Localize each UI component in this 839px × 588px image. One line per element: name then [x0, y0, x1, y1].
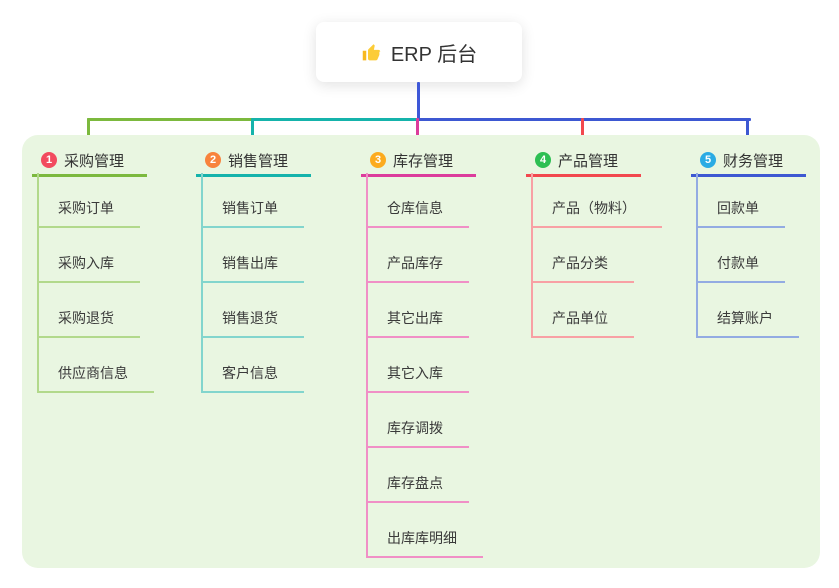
- bus-segment-3: [417, 118, 751, 121]
- leaf-node[interactable]: 采购入库: [39, 228, 140, 283]
- leaf-node[interactable]: 出库库明细: [368, 503, 483, 558]
- bus-segment-2: [253, 118, 419, 121]
- leaf-node[interactable]: 产品（物料）: [533, 173, 662, 228]
- branch-children-2: 销售订单销售出库销售退货客户信息: [201, 173, 304, 393]
- leaf-node[interactable]: 产品单位: [533, 283, 634, 338]
- branch-node-3[interactable]: 3 库存管理: [361, 146, 476, 177]
- leaf-node[interactable]: 其它入库: [368, 338, 469, 393]
- leaf-node[interactable]: 其它出库: [368, 283, 469, 338]
- root-connector-line: [417, 82, 420, 120]
- root-label: ERP 后台: [390, 43, 478, 66]
- branch-drop-3: [416, 118, 419, 147]
- branch-label: 库存管理: [393, 152, 454, 170]
- thumbs-up-icon: [361, 42, 382, 63]
- leaf-node[interactable]: 销售退货: [203, 283, 304, 338]
- branch-drop-4: [581, 118, 584, 147]
- leaf-node[interactable]: 采购退货: [39, 283, 140, 338]
- branch-drop-5: [746, 118, 749, 147]
- leaf-node[interactable]: 销售订单: [203, 173, 304, 228]
- branch-number-badge: 5: [700, 152, 716, 168]
- leaf-node[interactable]: 仓库信息: [368, 173, 469, 228]
- branch-label: 财务管理: [723, 152, 784, 170]
- leaf-node[interactable]: 销售出库: [203, 228, 304, 283]
- leaf-node[interactable]: 客户信息: [203, 338, 304, 393]
- branch-node-4[interactable]: 4 产品管理: [526, 146, 641, 177]
- leaf-node[interactable]: 库存盘点: [368, 448, 469, 503]
- branch-number-badge: 4: [535, 152, 551, 168]
- branch-label: 销售管理: [228, 152, 289, 170]
- branch-drop-1: [87, 118, 90, 147]
- bus-segment-1: [87, 118, 256, 121]
- branch-drop-2: [251, 118, 254, 147]
- branch-number-badge: 2: [205, 152, 221, 168]
- leaf-node[interactable]: 结算账户: [698, 283, 799, 338]
- leaf-node[interactable]: 供应商信息: [39, 338, 154, 393]
- leaf-node[interactable]: 付款单: [698, 228, 785, 283]
- leaf-node[interactable]: 回款单: [698, 173, 785, 228]
- branch-node-2[interactable]: 2 销售管理: [196, 146, 311, 177]
- leaf-node[interactable]: 库存调拨: [368, 393, 469, 448]
- leaf-node[interactable]: 产品库存: [368, 228, 469, 283]
- branches-panel: [22, 135, 820, 568]
- branch-label: 采购管理: [64, 152, 125, 170]
- branch-children-4: 产品（物料）产品分类产品单位: [531, 173, 662, 338]
- root-node[interactable]: ERP 后台: [316, 22, 522, 82]
- branch-children-5: 回款单付款单结算账户: [696, 173, 799, 338]
- branch-node-5[interactable]: 5 财务管理: [691, 146, 806, 177]
- branch-number-badge: 3: [370, 152, 386, 168]
- leaf-node[interactable]: 采购订单: [39, 173, 140, 228]
- branch-children-3: 仓库信息产品库存其它出库其它入库库存调拨库存盘点出库库明细: [366, 173, 483, 558]
- branch-children-1: 采购订单采购入库采购退货供应商信息: [37, 173, 154, 393]
- branch-number-badge: 1: [41, 152, 57, 168]
- branch-label: 产品管理: [558, 152, 619, 170]
- leaf-node[interactable]: 产品分类: [533, 228, 634, 283]
- branch-node-1[interactable]: 1 采购管理: [32, 146, 147, 177]
